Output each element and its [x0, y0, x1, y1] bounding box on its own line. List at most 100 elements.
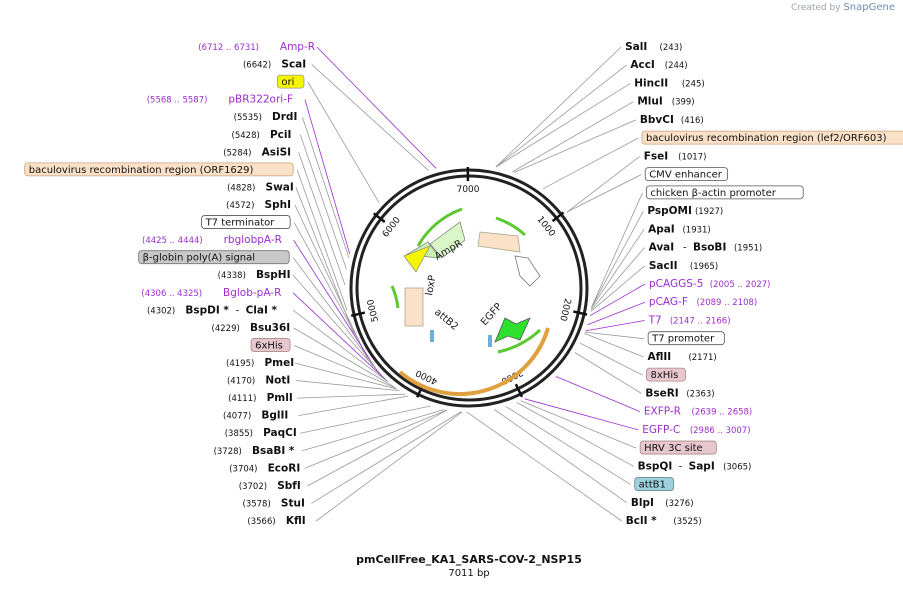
label-ecori: (3704)EcoRI — [229, 462, 300, 474]
leader-ori — [307, 81, 380, 203]
label-pos-bseri: (2363) — [686, 389, 714, 399]
feature-box-t7-terminator — [201, 215, 291, 229]
leader-attb1 — [505, 406, 631, 485]
label-pos-avai: (1951) — [734, 244, 762, 254]
label-pos-apai: (1931) — [682, 225, 710, 235]
feature-box-baculovirus-recombination-region-orf1629 — [24, 162, 294, 177]
label-name-mlui: MluI — [637, 96, 662, 108]
label-name-sbfi: SbfI — [277, 480, 301, 492]
leader-t7 — [585, 320, 645, 332]
label-globin-poly-a-signal: β-globin poly(A) signal — [138, 250, 290, 265]
inner-label-egfp: EGFP — [479, 301, 504, 328]
label-pos-fsei: (1017) — [678, 152, 706, 162]
label-pos-bspqi: (3065) — [723, 462, 751, 472]
label-pos-asisi: (5284) — [223, 148, 251, 158]
label-pos-acci: (244) — [665, 61, 688, 71]
feature-box-hrv-3c-site — [639, 440, 717, 455]
label-name-bsu36i: Bsu36I — [250, 322, 290, 334]
label-name-kfli: KflI — [286, 515, 306, 527]
label-name-t7-terminator: T7 terminator — [205, 218, 276, 229]
leader-amp-r — [316, 46, 437, 169]
label-sep: - — [679, 461, 683, 472]
leader-acci — [495, 64, 627, 168]
label-name-stui: StuI — [281, 497, 305, 509]
label-name2-bspdi: ClaI * — [246, 304, 278, 316]
label-attb1: attB1 — [634, 477, 675, 491]
label-pos-pcii: (5428) — [232, 131, 260, 141]
label-name-ori: ori — [281, 77, 294, 88]
leader-hincii — [495, 83, 631, 168]
label-name-sali: SalI — [625, 41, 647, 53]
label-bsabi: (3728) BsaBI * — [214, 445, 295, 457]
label-name-pcii: PciI — [270, 129, 291, 141]
leader-bbvci — [514, 119, 637, 173]
label-sep: - — [236, 305, 240, 316]
label-pos-sbfi: (3702) — [239, 482, 267, 492]
label-name-8xhis: 8xHis — [651, 370, 679, 381]
label-fsei: FseI (1017) — [644, 150, 707, 162]
label-name-asisi: AsiSI — [262, 146, 291, 158]
label-name-swai: SwaI — [266, 181, 294, 193]
label-noti: (4170)NotI — [227, 375, 290, 387]
label-sali: SalI(243) — [625, 41, 682, 53]
label-name-t7: T7 — [648, 314, 662, 326]
label-pmli: (4111)PmlI — [228, 392, 293, 404]
leader-bsu36i — [293, 327, 395, 388]
label-kfli: (3566)KflI — [247, 515, 305, 527]
leader-pmli — [296, 393, 405, 399]
ruler-tick-3000 — [514, 383, 524, 398]
label-bsu36i: (4229) Bsu36I — [212, 322, 291, 334]
label-pbr322ori-f: (5568 .. 5587)pBR322ori-F — [147, 94, 293, 106]
label-name-pmei: PmeI — [264, 357, 294, 369]
label-name-apai: ApaI — [648, 223, 675, 235]
label-bbvci: BbvCI(416) — [640, 114, 704, 126]
label-pos-bsabi: (3728) — [214, 447, 242, 457]
label-pos-noti: (4170) — [227, 377, 255, 387]
leader-sali — [495, 46, 622, 168]
label-pcii: (5428) PciI — [232, 129, 292, 141]
leader-bsabi — [302, 409, 445, 452]
label-name-fsei: FseI — [644, 150, 668, 162]
label-pos-bglob-pa-r: (4306 .. 4325) — [141, 289, 202, 299]
leader-baculovirus-recombination-region-orf1629 — [296, 169, 348, 311]
label-name-baculovirus-recombination-region-orf1629: baculovirus recombination region (ORF162… — [29, 165, 254, 176]
label-name2-bspqi: SapI — [689, 460, 715, 472]
label-name-pmli: PmlI — [267, 392, 293, 404]
leader-aflii — [584, 333, 644, 358]
leader-t7-terminator — [293, 222, 374, 367]
label-swai: (4828)SwaI — [227, 181, 294, 193]
label-scai: (6642)ScaI — [243, 59, 306, 71]
label-name-acci: AccI — [630, 59, 654, 71]
label-rbglobpa-r: (4425 .. 4444)rbglobpA-R — [142, 234, 282, 246]
label-name-scai: ScaI — [281, 59, 306, 71]
ruler-label-7000: 7000 — [457, 185, 480, 195]
feature-box-attb1 — [634, 477, 675, 491]
label-name-amp-r: Amp-R — [280, 41, 315, 53]
feature-amp-arc — [416, 207, 463, 247]
label-ori: ori — [276, 74, 305, 89]
label-bcli: BclI *(3525) — [626, 515, 702, 527]
leader-6xhis — [293, 345, 396, 389]
label-name-bsabi: BsaBI * — [252, 445, 295, 457]
leader-stui — [311, 411, 462, 504]
label-mlui: MluI(399) — [637, 96, 694, 108]
label-name-bbvci: BbvCI — [640, 114, 674, 126]
label-pcag-f: pCAG-F(2089 .. 2108) — [649, 296, 757, 308]
backbone-inner — [355, 174, 583, 402]
label-8xhis: 8xHis — [646, 367, 686, 382]
label-pspomi: PspOMI(1927) — [647, 205, 723, 217]
label-name-rbglobpa-r: rbglobpA-R — [224, 234, 282, 246]
label-name-bsphi: BspHI — [256, 269, 290, 281]
feature-box-8xhis — [646, 367, 686, 382]
label-6xhis: 6xHis — [250, 338, 291, 352]
leader-avai — [590, 247, 645, 311]
leader-baculovirus-recombination-region-lef2-orf603 — [543, 137, 639, 190]
label-pos-exfp-r: (2639 .. 2658) — [692, 408, 753, 418]
leader-ecori — [304, 409, 448, 469]
feature-amp-body — [429, 221, 466, 259]
label-pos-paqci: (3855) — [225, 429, 253, 439]
label-pos-bsu36i: (4229) — [212, 324, 240, 334]
feature-left-green-arc — [390, 285, 400, 309]
leader-bglob-pa-r — [292, 292, 388, 382]
label-hincii: HincII(245) — [634, 77, 704, 89]
